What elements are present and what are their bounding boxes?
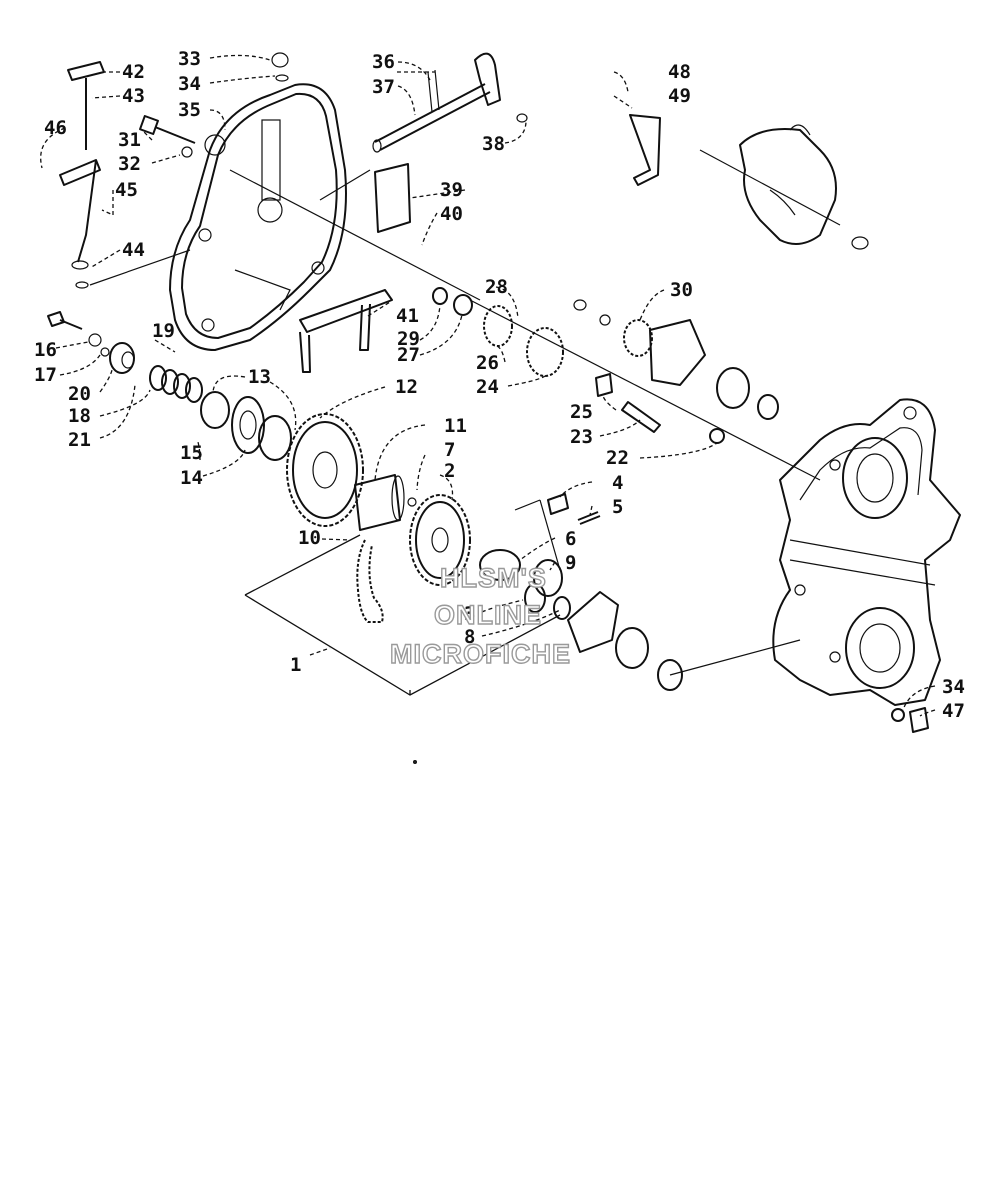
callout-2: 2	[444, 460, 455, 482]
callout-35: 35	[178, 99, 201, 121]
callout-30: 30	[670, 279, 693, 301]
callout-42: 42	[122, 61, 145, 83]
callout-43: 43	[122, 85, 145, 107]
tube-23	[621, 401, 661, 433]
gear-case-cover	[169, 83, 347, 351]
bolt-31	[139, 52, 289, 158]
callout-34: 34	[178, 73, 201, 95]
pin-4	[547, 493, 569, 515]
gear-30-bracket	[649, 319, 706, 386]
callout-25: 25	[570, 401, 593, 423]
sprocket-12	[286, 413, 364, 527]
gear-case-housing	[772, 398, 961, 706]
callout-29: 29	[397, 328, 420, 350]
spacer-25	[595, 373, 613, 397]
callout-11: 11	[444, 415, 467, 437]
callout-27: 27	[397, 344, 420, 366]
bushing-27	[453, 294, 473, 316]
brake-lever	[59, 61, 105, 289]
washer-13	[258, 415, 292, 461]
output-shaft-assembly	[629, 114, 869, 250]
spring-5	[577, 511, 601, 525]
gear-26	[483, 305, 513, 347]
tensioner-bracket	[567, 591, 619, 653]
callout-34-lower: 34	[942, 676, 965, 698]
gear-30	[623, 319, 653, 357]
callout-5: 5	[612, 496, 623, 518]
bearing-upper	[716, 367, 750, 409]
callout-3: 3	[464, 603, 475, 625]
assembly-bracket-1	[244, 534, 561, 696]
washer-34-lower	[891, 708, 905, 722]
sprocket-2	[407, 494, 471, 586]
hub-11	[354, 474, 405, 531]
callout-1: 1	[290, 654, 301, 676]
callout-8: 8	[464, 626, 475, 648]
part-drawings	[47, 52, 961, 764]
callout-7: 7	[444, 439, 455, 461]
callout-40: 40	[440, 203, 463, 225]
callout-16: 16	[34, 339, 57, 361]
callout-21: 21	[68, 429, 91, 451]
callout-22: 22	[606, 447, 629, 469]
bearing-3	[524, 583, 546, 613]
watermark-line-1: HLSM'S	[440, 563, 547, 593]
washer-8	[553, 596, 571, 620]
callout-46: 46	[44, 117, 67, 139]
watermark-line-3: MICROFICHE	[390, 639, 571, 669]
callout-20: 20	[68, 383, 91, 405]
left-bolt-stack	[47, 311, 135, 374]
washer-22	[709, 428, 725, 444]
callout-12: 12	[395, 376, 418, 398]
watermark-line-2: ONLINE	[434, 600, 542, 630]
callout-38: 38	[482, 133, 505, 155]
callout-49: 49	[668, 85, 691, 107]
callout-14: 14	[180, 467, 203, 489]
callout-18: 18	[68, 405, 91, 427]
spring	[149, 365, 203, 403]
callout-labels: 1 2 3 4 5 6 7 8 9 10 11 12 13 14 15 16 1…	[34, 48, 965, 722]
watermark: HLSM'S ONLINE MICROFICHE	[389, 562, 571, 669]
plug-47	[909, 707, 929, 733]
leader-lines	[40, 54, 936, 717]
ring-lower	[657, 659, 683, 691]
bearing-lower	[615, 627, 649, 669]
callout-6: 6	[565, 528, 576, 550]
callout-32: 32	[118, 153, 141, 175]
callout-44: 44	[122, 239, 145, 261]
callout-37: 37	[372, 76, 395, 98]
callout-26: 26	[476, 352, 499, 374]
callout-13: 13	[248, 366, 271, 388]
bearing-14	[231, 396, 265, 454]
washer-13-inner	[200, 391, 230, 429]
washer-6	[479, 549, 521, 581]
plate-39	[374, 163, 411, 233]
callout-23: 23	[570, 426, 593, 448]
callout-10: 10	[298, 527, 321, 549]
callout-33: 33	[178, 48, 201, 70]
callout-39: 39	[440, 179, 463, 201]
callout-41: 41	[396, 305, 419, 327]
ring-upper	[757, 394, 779, 420]
callout-47: 47	[942, 700, 965, 722]
callout-48: 48	[668, 61, 691, 83]
callout-28: 28	[485, 276, 508, 298]
washer-29	[432, 287, 448, 305]
callout-45: 45	[115, 179, 138, 201]
callout-4: 4	[612, 472, 623, 494]
callout-36: 36	[372, 51, 395, 73]
shift-fork	[299, 289, 393, 373]
gear-24	[526, 327, 564, 377]
callout-9: 9	[565, 552, 576, 574]
callout-15: 15	[180, 442, 203, 464]
callout-17: 17	[34, 364, 57, 386]
callout-24: 24	[476, 376, 499, 398]
callout-19: 19	[152, 320, 175, 342]
chain-10	[356, 539, 384, 623]
callout-31: 31	[118, 129, 141, 151]
bushing-9	[533, 559, 563, 597]
